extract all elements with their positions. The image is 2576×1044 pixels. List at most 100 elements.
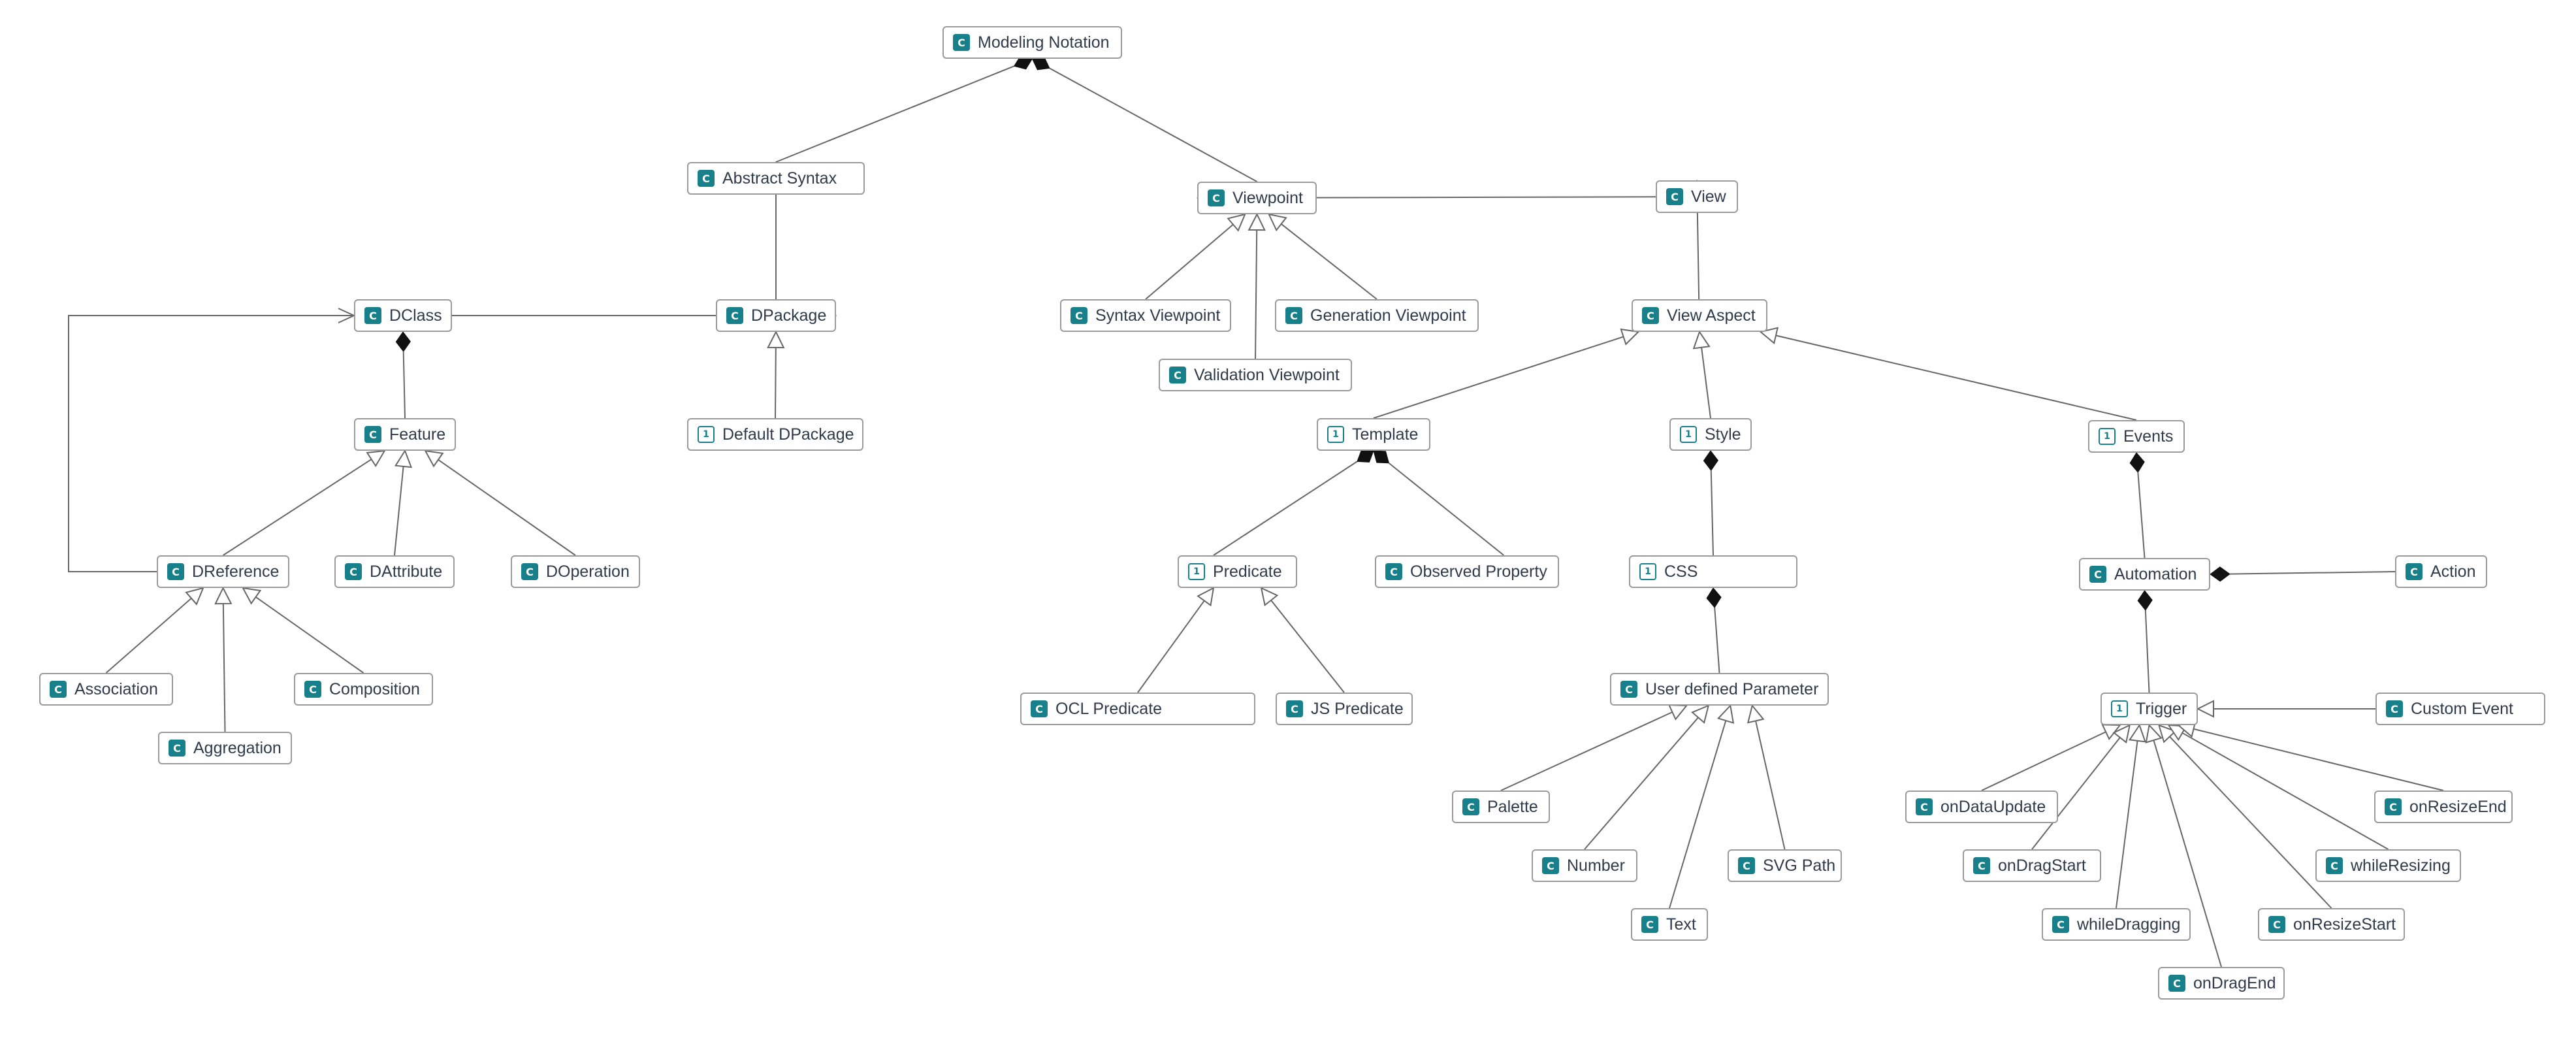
node-label: onDragStart xyxy=(1998,856,2086,875)
object-icon: 1 xyxy=(1639,563,1656,580)
edge-generalization-aggregation-to-dreference xyxy=(222,603,226,732)
edge-generalization-js-predicate-to-predicate-triangle xyxy=(1260,587,1279,607)
class-icon: C xyxy=(1208,189,1225,206)
edge-generalization-validation-viewpoint-to-viewpoint-triangle xyxy=(1248,212,1266,231)
edge-generalization-dattribute-to-feature-triangle xyxy=(394,449,413,468)
node-label: Generation Viewpoint xyxy=(1310,306,1466,325)
edge-composition-modeling-notation-to-abstract-syntax xyxy=(775,65,1015,163)
edge-generalization-syntax-viewpoint-to-viewpoint-triangle xyxy=(1227,213,1246,232)
node-label: onResizeEnd xyxy=(2409,797,2507,816)
node-label: onDragEnd xyxy=(2193,973,2276,992)
class-icon: C xyxy=(726,307,743,324)
node-label: Trigger xyxy=(2136,699,2187,718)
edge-generalization-palette-to-user-defined-parameter xyxy=(1500,711,1673,791)
node-label: View xyxy=(1691,187,1726,206)
node-label: View Aspect xyxy=(1667,306,1756,325)
node-dpackage[interactable]: C DPackage xyxy=(716,299,836,332)
edge-generalization-text-to-user-defined-parameter xyxy=(1669,720,1727,909)
edge-generalization-ondataupdate-to-trigger xyxy=(1981,731,2106,791)
node-view[interactable]: C View xyxy=(1656,180,1738,213)
class-icon: C xyxy=(2089,566,2106,583)
class-icon: C xyxy=(1916,798,1933,815)
node-label: Aggregation xyxy=(193,738,282,757)
class-icon: C xyxy=(1973,857,1990,874)
node-automation[interactable]: C Automation xyxy=(2079,558,2210,591)
node-label: Text xyxy=(1666,915,1696,934)
node-text[interactable]: C Text xyxy=(1631,908,1708,941)
edge-composition-template-to-predicate xyxy=(1213,461,1358,556)
node-label: OCL Predicate xyxy=(1055,699,1163,718)
object-icon: 1 xyxy=(2111,700,2128,717)
edge-generalization-association-to-dreference-triangle xyxy=(185,587,204,606)
class-icon: C xyxy=(2386,700,2403,717)
edge-composition-template-to-observed-property-diamond xyxy=(1373,450,1390,464)
node-trigger[interactable]: 1 Trigger xyxy=(2101,693,2198,725)
node-label: DClass xyxy=(389,306,442,325)
node-label: DAttribute xyxy=(370,562,443,581)
edge-composition-events-to-automation-diamond xyxy=(2129,452,2145,473)
class-icon: C xyxy=(698,170,715,187)
node-label: Events xyxy=(2123,427,2174,446)
edge-composition-style-to-css xyxy=(1710,470,1714,556)
edge-generalization-generation-viewpoint-to-viewpoint-triangle xyxy=(1268,213,1287,232)
object-icon: 1 xyxy=(698,426,715,443)
node-label: Automation xyxy=(2114,564,2197,583)
node-label: JS Predicate xyxy=(1311,699,1404,718)
edge-composition-automation-to-trigger-diamond xyxy=(2137,590,2153,611)
class-icon: C xyxy=(1641,916,1658,933)
class-icon: C xyxy=(167,563,184,580)
class-icon: C xyxy=(2326,857,2343,874)
edge-generalization-onresizestart-to-trigger xyxy=(2169,736,2332,909)
class-icon: C xyxy=(1666,188,1683,205)
node-label: Number xyxy=(1567,856,1625,875)
edge-generalization-ondragstart-to-trigger xyxy=(2031,737,2121,850)
class-icon: C xyxy=(1620,681,1637,698)
class-icon: C xyxy=(50,681,67,698)
edge-composition-style-to-css-diamond xyxy=(1703,450,1718,471)
edge-generalization-composition-to-dreference xyxy=(255,596,364,674)
edge-generalization-custom-event-to-trigger-triangle xyxy=(2196,700,2214,718)
edge-generalization-doperation-to-feature-triangle xyxy=(424,449,444,468)
node-label: DPackage xyxy=(751,306,827,325)
edge-generalization-default-dpackage-to-dpackage-triangle xyxy=(767,330,785,349)
node-label: Template xyxy=(1352,425,1419,444)
edge-generalization-composition-to-dreference-triangle xyxy=(242,587,262,605)
